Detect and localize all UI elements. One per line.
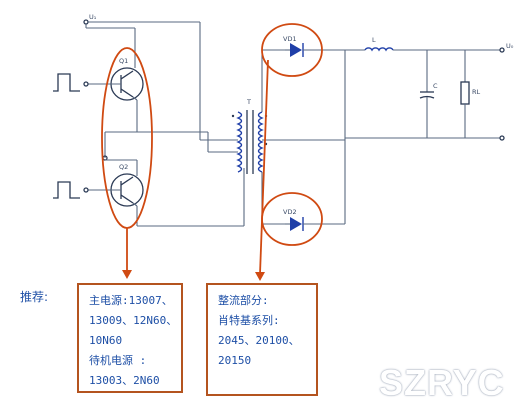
- box-line: 10N60: [89, 334, 123, 347]
- vd1-label: VD1: [283, 35, 297, 43]
- box-line: 2045、20100、: [218, 334, 300, 347]
- q1-label: Q1: [119, 57, 128, 65]
- input-rail: U₁: [83, 13, 238, 141]
- box-line: 待机电源 :: [89, 354, 147, 367]
- input-terminal: [83, 19, 89, 25]
- transformer-label: T: [246, 98, 251, 106]
- main-power-recommendation-box: 主电源:13007、 13009、12N60、 10N60 待机电源 : 130…: [77, 283, 183, 393]
- inductor-label: L: [372, 36, 376, 44]
- q2-drive-pulse-icon: [53, 181, 80, 199]
- inductor-l: L: [345, 36, 500, 52]
- return-terminal: [499, 135, 505, 141]
- vd2-label: VD2: [283, 208, 297, 216]
- box-line: 主电源:13007、: [89, 294, 173, 307]
- diode-vd1: VD1: [283, 35, 345, 57]
- box-line: 20150: [218, 354, 252, 367]
- diode-vd2: VD2: [283, 208, 345, 231]
- output-voltage-label: U₀: [506, 42, 514, 50]
- output-terminal: [499, 47, 505, 53]
- capacitor-c: C: [419, 50, 438, 138]
- resistor-rl: RL: [460, 50, 481, 138]
- vd1-highlight: [261, 23, 323, 77]
- transformer-t: T: [231, 98, 268, 174]
- q2-label: Q2: [119, 163, 128, 171]
- transistor-q1: Q1: [88, 57, 144, 132]
- callout-arrow-rectifier: [255, 59, 269, 281]
- input-voltage-label: U₁: [89, 13, 97, 21]
- rectifier-recommendation-box: 整流部分: 肖特基系列: 2045、20100、 20150: [206, 283, 318, 396]
- box-line: 肖特基系列:: [218, 314, 280, 327]
- capacitor-label: C: [433, 82, 438, 90]
- callout-arrow-main: [122, 228, 132, 279]
- transistor-q2: Q2: [88, 163, 245, 227]
- box-line: 整流部分:: [218, 294, 269, 307]
- watermark-logo: SZRYC: [379, 362, 505, 403]
- recommend-label: 推荐:: [20, 290, 49, 304]
- resistor-label: RL: [472, 88, 481, 96]
- q1-drive-pulse-icon: [53, 73, 80, 92]
- box-line: 13009、12N60、: [89, 314, 178, 327]
- box-line: 13003、2N60: [89, 374, 160, 387]
